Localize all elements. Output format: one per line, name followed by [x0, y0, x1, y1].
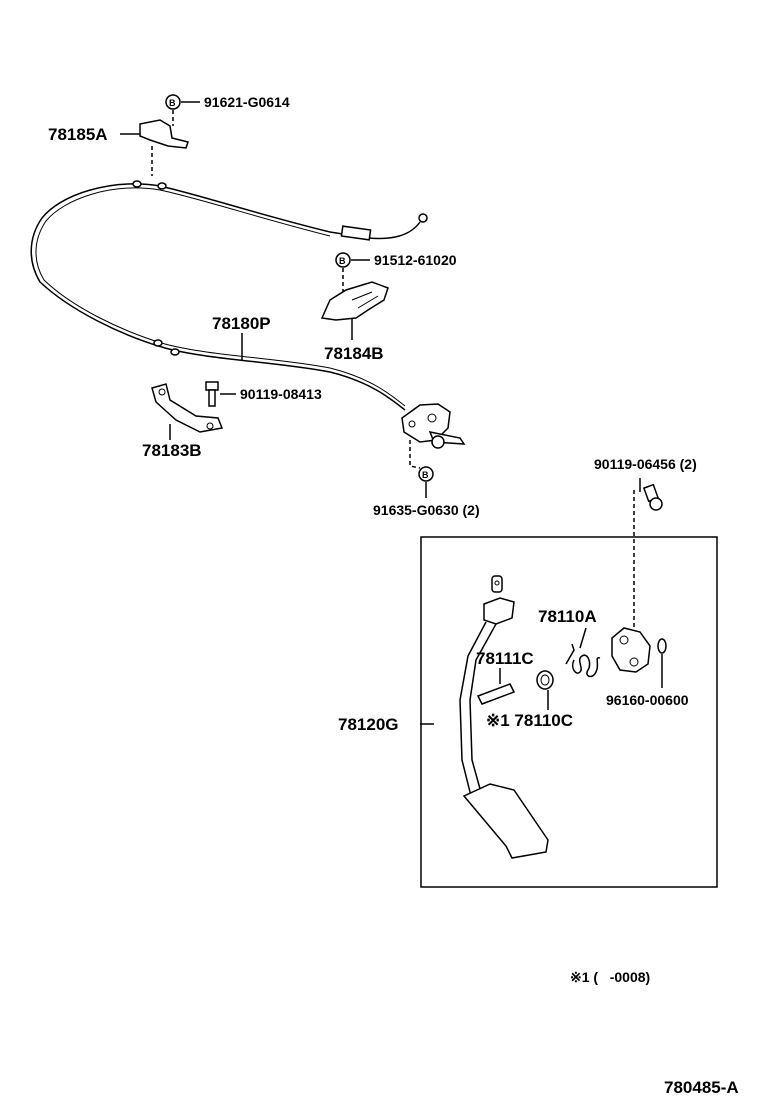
- bolt-mark-b: B: [169, 98, 176, 108]
- pin-78111C: [476, 668, 516, 705]
- bolt-mark-b-3: B: [422, 470, 429, 480]
- bolt-90119-06456: [633, 478, 663, 628]
- bolt-91635: B: [418, 466, 434, 498]
- bolt-91621: B: [165, 94, 200, 126]
- label-90119-06456: 90119-06456 (2): [594, 456, 697, 472]
- label-78111C: 78111C: [476, 649, 534, 668]
- bolt-91512: B: [335, 252, 370, 292]
- pedal-bracket: [611, 627, 651, 673]
- diagram-id: 780485-A: [664, 1078, 739, 1097]
- label-78184B: 78184B: [324, 344, 384, 363]
- footnote: ※1 ( -0008): [570, 969, 650, 985]
- label-91512: 91512-61020: [374, 252, 457, 268]
- bushing-78110C: [536, 670, 554, 710]
- cable-throttle-bracket: [401, 403, 466, 469]
- label-96160: 96160-00600: [606, 692, 689, 708]
- nut-96160: [657, 638, 667, 688]
- spring-78110A: [565, 627, 601, 678]
- pedal-assembly-frame: [420, 536, 718, 888]
- label-91635: 91635-G0630 (2): [373, 502, 480, 518]
- label-78183B: 78183B: [142, 441, 202, 460]
- bolt-mark-b-2: B: [339, 256, 346, 266]
- label-78120G: 78120G: [338, 715, 399, 734]
- label-78185A: 78185A: [48, 125, 108, 144]
- accelerator-cable: [30, 180, 428, 411]
- label-91621: 91621-G0614: [204, 94, 290, 110]
- pedal-78120G: [420, 575, 549, 859]
- bracket-78185A: [120, 119, 189, 176]
- label-90119-08413: 90119-08413: [240, 386, 322, 402]
- label-78110C: ※1 78110C: [486, 711, 573, 730]
- bracket-78184B: [320, 281, 389, 340]
- label-78110A: 78110A: [538, 607, 597, 626]
- bracket-78183B: [151, 383, 224, 440]
- label-78180P: 78180P: [212, 314, 271, 333]
- bolt-90119-08413: [205, 381, 236, 407]
